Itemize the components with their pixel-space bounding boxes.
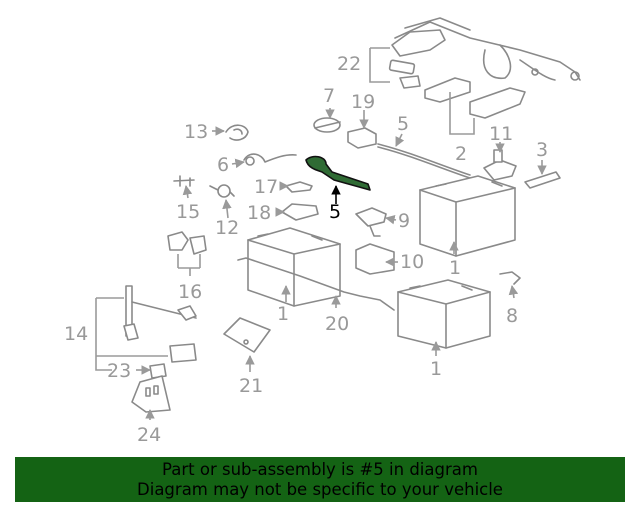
callout-6: 6	[217, 154, 229, 176]
part-17-clip	[285, 181, 313, 193]
part-15-terminal	[173, 175, 195, 187]
parts-diagram: 22 7 19 5 11 2 3 13 6 17 15 5 18 9 12 10…	[64, 17, 581, 446]
part-10-box	[355, 243, 395, 275]
dash-harness-part	[391, 17, 581, 81]
part-9-bracket	[355, 207, 387, 237]
battery-1-upper	[419, 175, 516, 257]
callout-12: 12	[215, 217, 239, 239]
callout-21: 21	[239, 375, 263, 397]
part-24-block	[131, 375, 171, 413]
callout-8: 8	[506, 305, 518, 327]
callout-13: 13	[184, 121, 208, 143]
callout-1-a: 1	[449, 257, 461, 279]
banner-line-part: Part or sub-assembly is #5 in diagram	[162, 459, 478, 479]
callout-14: 14	[64, 323, 88, 345]
part-22-connectors	[388, 59, 421, 89]
callout-17: 17	[254, 176, 278, 198]
part-2-brackets	[424, 77, 526, 119]
part-23-connector	[149, 363, 167, 379]
part-5-highlighted	[305, 155, 371, 191]
part-7-cable	[313, 117, 341, 133]
callout-16: 16	[178, 281, 202, 303]
part-6-cable	[243, 153, 297, 166]
banner-line-disclaimer: Diagram may not be specific to your vehi…	[137, 479, 503, 499]
callout-5: 5	[329, 201, 341, 223]
leader-lines	[95, 47, 547, 420]
callout-20: 20	[325, 313, 349, 335]
part-21-module	[223, 317, 271, 353]
callout-24: 24	[137, 424, 161, 446]
part-18-cover	[281, 203, 319, 221]
callout-22: 22	[337, 53, 361, 75]
callout-3: 3	[536, 139, 548, 161]
callout-2: 2	[455, 143, 467, 165]
part-12-sensor	[209, 184, 235, 198]
callout-15: 15	[176, 201, 200, 223]
part-4-cable	[377, 143, 471, 179]
callout-7: 7	[323, 85, 335, 107]
callout-9: 9	[398, 210, 410, 232]
part-14-bracket	[123, 285, 197, 363]
part-11-bracket	[483, 149, 517, 181]
callout-18: 18	[247, 202, 271, 224]
battery-1-middle	[237, 227, 395, 311]
callout-4: 5	[397, 113, 409, 135]
part-8-clip	[499, 271, 521, 285]
callout-19: 19	[351, 91, 375, 113]
part-16-connectors	[167, 231, 207, 255]
part-19-fuse	[347, 127, 377, 149]
callout-1-b: 1	[277, 303, 289, 325]
callout-11: 11	[489, 123, 513, 145]
callout-10: 10	[400, 251, 424, 273]
battery-1-lower	[397, 279, 491, 349]
part-3-strap	[524, 171, 561, 189]
callout-23: 23	[107, 360, 131, 382]
callout-labels: 22 7 19 5 11 2 3 13 6 17 15 5 18 9 12 10…	[64, 53, 548, 446]
info-banner: Part or sub-assembly is #5 in diagram Di…	[15, 457, 625, 502]
callout-1-c: 1	[430, 358, 442, 380]
part-13-clip	[225, 124, 249, 141]
